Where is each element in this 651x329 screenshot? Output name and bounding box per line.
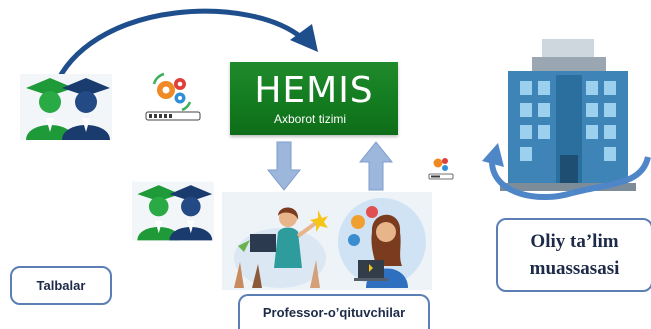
teacher-illustration-icon (234, 207, 328, 288)
students-label-text: Talbalar (36, 278, 86, 293)
online-teacher-illustration-icon (338, 198, 426, 288)
professors-label-text: Professor-o’qituvchilar (262, 305, 406, 320)
hemis-subtitle: Axborot tizimi (274, 112, 347, 126)
up-arrow-icon (358, 141, 394, 191)
building-icon (482, 39, 651, 201)
gears-loading-icon (145, 72, 201, 121)
professors-illustration-panel (222, 192, 432, 290)
students-label: Talbalar (10, 266, 112, 305)
small-gears-icon (428, 158, 454, 180)
down-arrow-icon (266, 141, 302, 191)
institution-label-line1: Oliy ta’lim (530, 231, 619, 252)
graduates-icon-small (132, 181, 214, 241)
institution-label: Oliy ta’lim muassasasi (496, 218, 651, 292)
hemis-title: HEMIS (254, 70, 374, 111)
institution-label-line2: muassasasi (529, 258, 620, 279)
hemis-system-box: HEMIS Axborot tizimi (230, 62, 398, 135)
graduates-icon (20, 74, 112, 140)
professors-label: Professor-o’qituvchilar (238, 294, 430, 329)
